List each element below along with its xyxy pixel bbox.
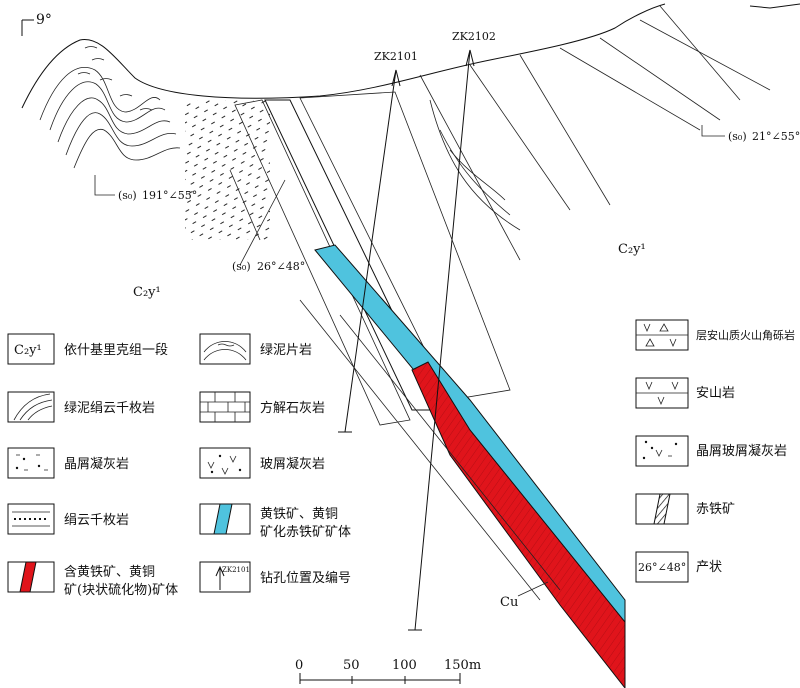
legend-item-hematite: 赤铁矿 <box>635 493 735 525</box>
legend-label: 赤铁矿 <box>696 502 735 517</box>
legend-item-glass-tuff: 玻屑凝灰岩 <box>199 447 325 479</box>
legend-item-hematite-ore: 黄铁矿、黄铜 矿化赤铁矿矿体 <box>199 503 351 540</box>
attitude-right-value: 21°∠55° <box>752 130 800 143</box>
contact-line-2 <box>339 314 561 591</box>
legend-label: 晶屑凝灰岩 <box>64 456 129 472</box>
legend-item-chlorite-sericite-phyllite: 绿泥绢云千枚岩 <box>7 391 155 423</box>
crystal-tuff-zone <box>185 100 270 240</box>
scale-tick-50: 50 <box>343 658 360 673</box>
legend-label: 玻屑凝灰岩 <box>260 456 325 472</box>
legend-attitude-symbol: 26°∠48° <box>638 561 686 574</box>
azimuth-label: 9° <box>36 12 52 28</box>
legend-label-line2: 矿化赤铁矿矿体 <box>260 525 351 540</box>
attitude-middle: (s₀) 26°∠48° <box>232 179 305 273</box>
cu-leader <box>517 581 549 597</box>
attitude-left-prefix: (s₀) <box>118 189 137 202</box>
topographic-surface <box>21 3 666 109</box>
attitude-right-prefix: (s₀) <box>728 130 747 143</box>
legend-label: 绿泥绢云千枚岩 <box>64 400 155 416</box>
legend-right: 层安山质火山角砾岩 安山岩 晶屑玻屑凝灰岩 赤铁矿 26°∠48° 产状 <box>635 319 795 583</box>
topographic-surface-right <box>749 3 800 9</box>
cu-label: Cu <box>500 595 518 610</box>
section-area: 9° <box>21 3 800 688</box>
contact-line-3 <box>229 169 261 241</box>
scale-tick-150: 150m <box>444 658 481 673</box>
legend-label-line1: 黄铁矿、黄铜 <box>260 507 338 522</box>
legend-item-chlorite-schist: 绿泥片岩 <box>199 333 312 365</box>
scale-bar: 0 50 100 150m <box>295 658 481 684</box>
formation-label-right: C₂y¹ <box>618 242 646 257</box>
drillhole-label-zk2101: ZK2101 <box>374 50 418 63</box>
folded-schist-middle <box>429 99 521 231</box>
legend-item-andesite: 安山岩 <box>635 377 735 409</box>
ore-body-red <box>411 361 626 688</box>
legend-label: 钻孔位置及编号 <box>260 571 351 586</box>
legend-item-andesitic-breccia: 层安山质火山角砾岩 <box>635 319 795 351</box>
legend-label: 依什基里克组一段 <box>64 343 168 358</box>
attitude-left: (s₀) 191°∠55° <box>94 175 197 202</box>
scale-tick-100: 100 <box>392 658 417 673</box>
legend-label: 安山岩 <box>696 386 735 401</box>
legend-item-drillhole: ZK2101 钻孔位置及编号 <box>199 561 351 593</box>
legend-label: 层安山质火山角砾岩 <box>696 328 795 342</box>
legend-label: 方解石灰岩 <box>260 400 325 416</box>
legend-item-sericite-phyllite: 绢云千枚岩 <box>7 503 129 535</box>
andesite-zone-right <box>419 5 771 261</box>
folded-schist-left <box>39 46 181 169</box>
drillhole-zk2101: ZK2101 <box>338 50 418 433</box>
legend-drillhole-symbol: ZK2101 <box>222 566 250 574</box>
attitude-left-value: 191°∠55° <box>142 189 197 202</box>
legend-label-line1: 含黄铁矿、黄铜 <box>64 564 155 580</box>
attitude-middle-prefix: (s₀) <box>232 260 251 273</box>
legend-item-attitude: 26°∠48° 产状 <box>635 551 722 583</box>
legend-label: 绢云千枚岩 <box>64 512 129 528</box>
legend-label: 绿泥片岩 <box>260 343 312 358</box>
glass-tuff-band <box>299 91 511 401</box>
legend-middle: 绿泥片岩 方解石灰岩 玻屑凝灰岩 黄铁矿、黄铜 矿化赤铁矿矿体 ZK2101 钻… <box>199 333 351 593</box>
legend-item-calcite-limestone: 方解石灰岩 <box>199 391 325 423</box>
legend-item-crystal-tuff: 晶屑凝灰岩 <box>7 447 129 479</box>
attitude-right: (s₀) 21°∠55° <box>701 125 800 143</box>
legend-item-massive-sulfide: 含黄铁矿、黄铜 矿(块状硫化物)矿体 <box>7 561 178 598</box>
legend-item-crystal-glass-tuff: 晶屑玻屑凝灰岩 <box>635 435 787 467</box>
legend-label: 晶屑玻屑凝灰岩 <box>696 443 787 459</box>
legend-label-line2: 矿(块状硫化物)矿体 <box>64 583 178 598</box>
drillhole-label-zk2102: ZK2102 <box>452 30 496 43</box>
sericite-phyllite-band <box>234 99 411 426</box>
legend-left: C₂y¹ 依什基里克组一段 绿泥绢云千枚岩 晶屑凝灰岩 绢云千枚岩 含黄铁矿、黄… <box>7 333 178 598</box>
legend-formation-symbol: C₂y¹ <box>14 343 42 358</box>
attitude-middle-value: 26°∠48° <box>257 260 305 273</box>
legend-label: 产状 <box>696 560 722 575</box>
scale-tick-0: 0 <box>295 658 303 673</box>
formation-label-left: C₂y¹ <box>133 285 161 300</box>
contact-line-1 <box>299 299 541 601</box>
legend-item-formation: C₂y¹ 依什基里克组一段 <box>7 333 168 365</box>
drillhole-zk2102: ZK2102 <box>408 30 496 631</box>
